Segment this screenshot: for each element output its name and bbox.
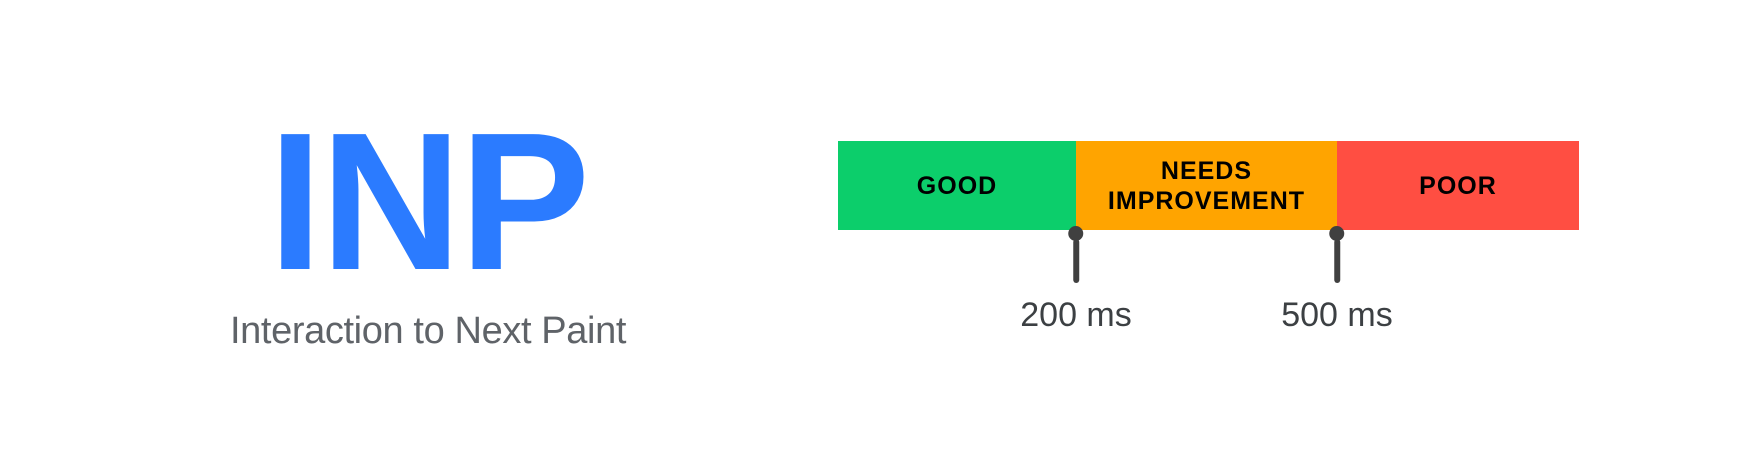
- segment-good: GOOD: [838, 141, 1076, 230]
- threshold-dot-icon: [1068, 226, 1084, 241]
- scale-bar: GOOD NEEDS IMPROVEMENT POOR: [838, 141, 1579, 230]
- threshold-label-200ms: 200 ms: [1020, 296, 1132, 334]
- segment-good-label: GOOD: [916, 171, 998, 200]
- segment-poor: POOR: [1336, 141, 1579, 230]
- threshold-scale: GOOD NEEDS IMPROVEMENT POOR 200 ms 500 m…: [838, 141, 1579, 334]
- threshold-label-500ms: 500 ms: [1281, 296, 1393, 334]
- threshold-stem: [1333, 239, 1340, 283]
- threshold-stem: [1073, 239, 1079, 283]
- threshold-dot-icon: [1329, 226, 1345, 241]
- threshold-marker-200ms: 200 ms: [1020, 226, 1132, 335]
- segment-needs-improvement-label: NEEDS IMPROVEMENT: [1107, 156, 1306, 215]
- segment-needs-improvement: NEEDS IMPROVEMENT: [1076, 141, 1337, 230]
- threshold-marker-500ms: 500 ms: [1281, 226, 1393, 335]
- metric-abbreviation: INP: [268, 92, 590, 311]
- segment-poor-label: POOR: [1419, 171, 1497, 200]
- metric-title-block: INP Interaction to Next Paint: [178, 104, 678, 353]
- metric-full-name: Interaction to Next Paint: [229, 310, 627, 352]
